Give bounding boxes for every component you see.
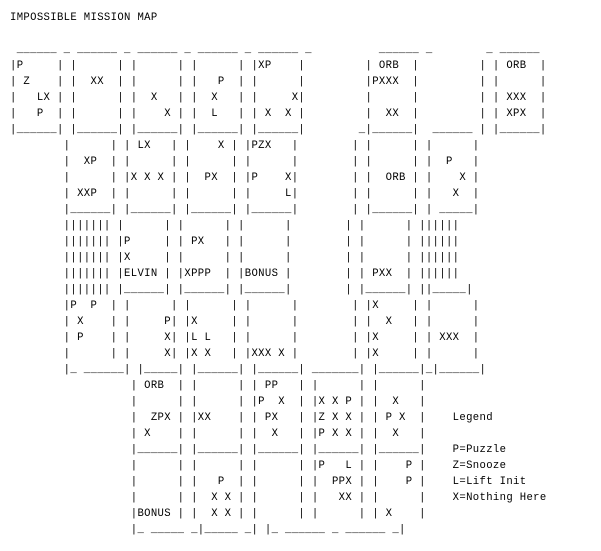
- map-line: | XP | | | | | | | | | | | P |: [10, 156, 480, 168]
- map-line: | X | | | | X | |P X X | | X |: [10, 428, 426, 440]
- map-line: |BONUS | | X X | | | | | | X |: [10, 508, 426, 520]
- map-line: |______| |______| |______| |______| |___…: [10, 124, 547, 136]
- map-grid: ______ _ ______ _ ______ _ ______ _ ____…: [10, 26, 595, 538]
- map-line: |P P | | | | | | | | |X | | |: [10, 300, 480, 312]
- map-line: | | | | |P X | |X X P | | X |: [10, 396, 426, 408]
- map-line: ||||||| | | | | | | | | | ||||||: [10, 220, 460, 232]
- map-line: | P | | X| |L L | | | | |X | | XXX |: [10, 332, 480, 344]
- map-line: | LX | | | | X | | X | | X| | | | | XXX …: [10, 92, 547, 104]
- map-line: ||||||| |P | | PX | | | | | | ||||||: [10, 236, 460, 248]
- map-line: |P | | | | | | | |XP | | ORB | | | ORB |: [10, 60, 547, 72]
- map-line: [10, 26, 595, 42]
- map-line: | | | LX | | X | |PZX | | | | | |: [10, 140, 480, 152]
- map-line: | P | | | | X | | L | | X X | | XX | | |…: [10, 108, 547, 120]
- map-line: | | | | | | |P L | | P | Z=Snooze: [10, 460, 507, 472]
- map-line: |_ ______| |_____| |______| |______| ___…: [10, 364, 487, 376]
- map-line: | | | X X | | | | XX | | | X=Nothing Her…: [10, 492, 547, 504]
- map-line: | ZPX | |XX | | PX | |Z X X | | P X | Le…: [10, 412, 493, 424]
- map-line: | | |X X X | | PX | |P X| | | ORB | | X …: [10, 172, 480, 184]
- map-line: ______ _ ______ _ ______ _ ______ _ ____…: [10, 44, 540, 56]
- map-line: | | | X| |X X | |XXX X | | |X | | |: [10, 348, 480, 360]
- mission-map: IMPOSSIBLE MISSION MAP ______ _ ______ _…: [10, 10, 595, 545]
- map-line: | XXP | | | | | | L| | | | | X |: [10, 188, 480, 200]
- map-line: |______| |______| |______| |______| |___…: [10, 444, 507, 456]
- map-line: |______| |______| |______| |______| | |_…: [10, 204, 480, 216]
- map-line: | Z | | XX | | | | P | | | |PXXX | | | |: [10, 76, 547, 88]
- map-line: | | | P | | | | PPX | | P | L=Lift Init: [10, 476, 527, 488]
- map-line: ||||||| |______| |______| |______| | |__…: [10, 284, 473, 296]
- map-line: ||||||| |X | | | | | | | | ||||||: [10, 252, 460, 264]
- map-line: | ORB | | | | PP | | | | |: [10, 380, 426, 392]
- map-line: | X | | P| |X | | | | | X | | |: [10, 316, 480, 328]
- map-line: ||||||| |ELVIN | |XPPP | |BONUS | | | PX…: [10, 268, 460, 280]
- map-line: |_ _____ _|_____ _| |_ ______ _ ______ _…: [10, 524, 406, 536]
- map-title: IMPOSSIBLE MISSION MAP: [10, 12, 158, 24]
